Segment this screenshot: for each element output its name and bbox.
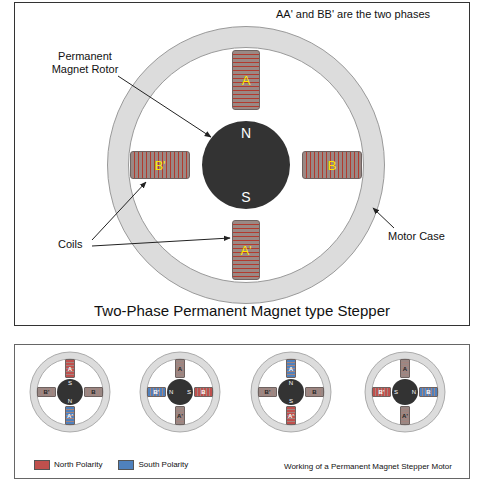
phase-letter: A' <box>67 413 73 419</box>
pole-letter: S <box>68 380 72 386</box>
phase-letter: A <box>289 366 293 372</box>
pole-letter: N <box>68 398 72 404</box>
diagram-caption: Two-Phase Permanent Magnet type Stepper <box>14 302 470 319</box>
pole-letter: N <box>412 389 416 395</box>
panel-caption: Working of a Permanent Magnet Stepper Mo… <box>284 462 452 471</box>
legend-swatch <box>118 460 134 470</box>
phase-letter: B' <box>154 159 165 172</box>
stator-coil: B <box>84 387 103 397</box>
permanent-magnet-rotor: NS <box>202 121 290 209</box>
legend-item: North Polarity <box>34 460 102 470</box>
phase-letter: B' <box>154 389 160 395</box>
phase-letter: A <box>178 366 182 372</box>
stator-coil: A <box>65 359 75 378</box>
phase-letter: B' <box>379 389 385 395</box>
part-label: Permanent Magnet Rotor <box>40 50 130 75</box>
pole-letter: N <box>289 380 293 386</box>
note-text: AA' and BB' are the two phases <box>276 8 430 21</box>
stator-coil: A <box>175 359 185 378</box>
phase-letter: B <box>426 389 430 395</box>
stator-coil: A <box>232 50 260 110</box>
motor-case <box>108 27 385 304</box>
permanent-magnet-rotor: SN <box>392 379 418 405</box>
phase-letter: A <box>68 366 72 372</box>
pole-letter: S <box>394 389 398 395</box>
stator-coil: B <box>305 387 324 397</box>
phase-letter: A' <box>240 244 251 257</box>
pole-letter: S <box>187 389 191 395</box>
part-label: Motor Case <box>388 230 445 243</box>
stator-coil: A' <box>175 406 185 425</box>
permanent-magnet-rotor: SN <box>57 379 83 405</box>
stator-coil: A <box>400 359 410 378</box>
permanent-magnet-rotor: NS <box>167 379 193 405</box>
stator-coil: A' <box>232 220 260 280</box>
phase-letter: B <box>312 389 316 395</box>
legend-text: North Polarity <box>54 461 102 469</box>
legend-swatch <box>34 460 50 470</box>
stator-coil: B' <box>258 387 277 397</box>
phase-letter: A <box>242 74 251 87</box>
phase-letter: B <box>201 389 205 395</box>
stator-coil: A' <box>65 406 75 425</box>
stator-coil: B' <box>147 387 166 397</box>
stator-coil: B <box>302 151 362 179</box>
phase-letter: B' <box>44 389 50 395</box>
stator-coil: B' <box>37 387 56 397</box>
stator-coil: B <box>194 387 213 397</box>
phase-letter: A' <box>177 413 183 419</box>
phase-letter: A' <box>402 413 408 419</box>
bottom-panel <box>15 345 470 479</box>
phase-letter: B <box>328 159 337 172</box>
phase-letter: B <box>91 389 95 395</box>
stator-coil: B' <box>130 151 190 179</box>
legend-item: South Polarity <box>118 460 188 470</box>
legend-text: South Polarity <box>138 461 188 469</box>
pole-letter: N <box>169 389 173 395</box>
stator-coil: A' <box>400 406 410 425</box>
phase-letter: A <box>403 366 407 372</box>
stator-coil: A <box>286 359 296 378</box>
part-label: Coils <box>58 238 82 251</box>
stator-coil: B <box>419 387 438 397</box>
permanent-magnet-rotor: NS <box>278 379 304 405</box>
phase-letter: A' <box>288 413 294 419</box>
stator-coil: B' <box>372 387 391 397</box>
pole-letter: S <box>241 190 250 204</box>
pole-letter: N <box>241 126 251 140</box>
top-panel <box>15 3 470 326</box>
pole-letter: S <box>289 398 293 404</box>
stator-coil: A' <box>286 406 296 425</box>
small-motor-cases <box>30 352 445 432</box>
phase-letter: B' <box>265 389 271 395</box>
